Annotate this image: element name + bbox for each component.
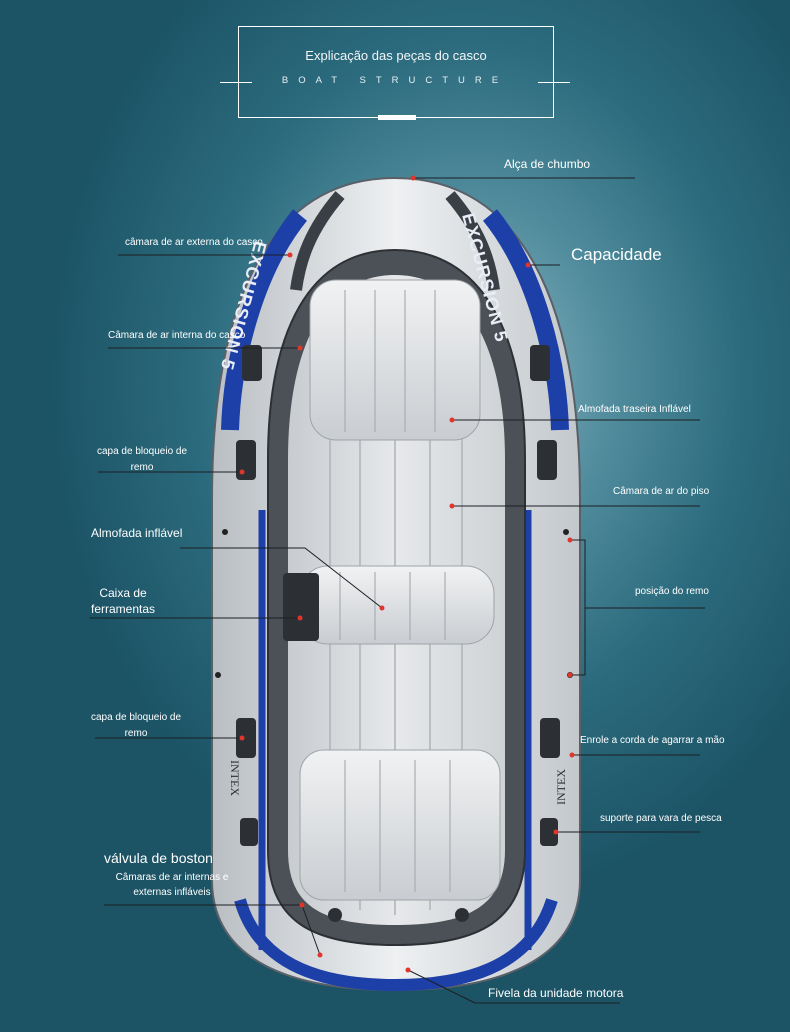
label-oar-lock-cover-2-line2: remo	[124, 728, 148, 739]
label-capacity: Capacidade	[571, 245, 662, 264]
dark-stripe-left	[290, 191, 345, 291]
label-chambers: Câmaras de ar internas e externas infláv…	[112, 870, 232, 900]
header-accent-bar	[378, 115, 416, 120]
label-rod-holder: suporte para vara de pesca	[600, 813, 722, 824]
header-title: Explicação das peças do casco	[305, 48, 487, 63]
rear-cushion	[309, 279, 481, 441]
label-inflatable-cushion: Almofada inflável	[91, 526, 183, 540]
label-rear-cushion: Almofada traseira Inflável	[578, 404, 691, 415]
label-oar-lock-cover-1-line2: remo	[130, 462, 154, 473]
hull-brand-left: INTEX	[228, 760, 242, 796]
middle-cushion	[299, 565, 495, 645]
hull-brand-right: INTEX	[554, 769, 568, 805]
label-chambers-line2: externas infláveis	[133, 887, 211, 898]
label-toolbox-line2: ferramentas	[90, 602, 156, 616]
label-chambers-line1: Câmaras de ar internas e	[115, 872, 229, 883]
label-toolbox-line1: Caixa de	[99, 586, 147, 600]
label-grab-rope: Enrole a corda de agarrar a mão	[580, 735, 725, 746]
bottom-stripe	[234, 898, 558, 992]
dark-stripe-right	[445, 191, 500, 291]
label-oar-lock-cover-1-line1: capa de bloqueio de	[96, 446, 188, 457]
label-outer-chamber: câmara de ar externa do casco	[125, 237, 263, 248]
header-rule-left	[220, 82, 252, 83]
blue-stripe-right	[482, 209, 569, 431]
label-toolbox: Caixa de ferramentas	[88, 585, 158, 617]
label-lead-handle: Alça de chumbo	[504, 157, 591, 171]
label-oar-lock-cover-2: capa de bloqueio de remo	[90, 710, 182, 742]
front-cushion	[299, 749, 501, 901]
label-oar-lock-cover-1: capa de bloqueio de remo	[96, 444, 188, 476]
label-oar-lock-cover-2-line1: capa de bloqueio de	[90, 712, 182, 723]
toolbox	[283, 573, 319, 641]
label-oar-position: posição do remo	[635, 586, 709, 597]
header-subtitle-row: BOAT STRUCTURE	[220, 74, 570, 90]
header-rule-right	[538, 82, 570, 83]
header-subtitle: BOAT STRUCTURE	[281, 75, 509, 86]
blue-stripe-left	[221, 209, 308, 431]
label-motor-buckle: Fivela da unidade motora	[488, 986, 624, 1000]
label-inner-chamber: Câmara de ar interna do casco	[108, 330, 246, 341]
label-floor-chamber: Câmara de ar do piso	[613, 486, 710, 497]
label-boston-valve: válvula de boston	[104, 850, 213, 866]
